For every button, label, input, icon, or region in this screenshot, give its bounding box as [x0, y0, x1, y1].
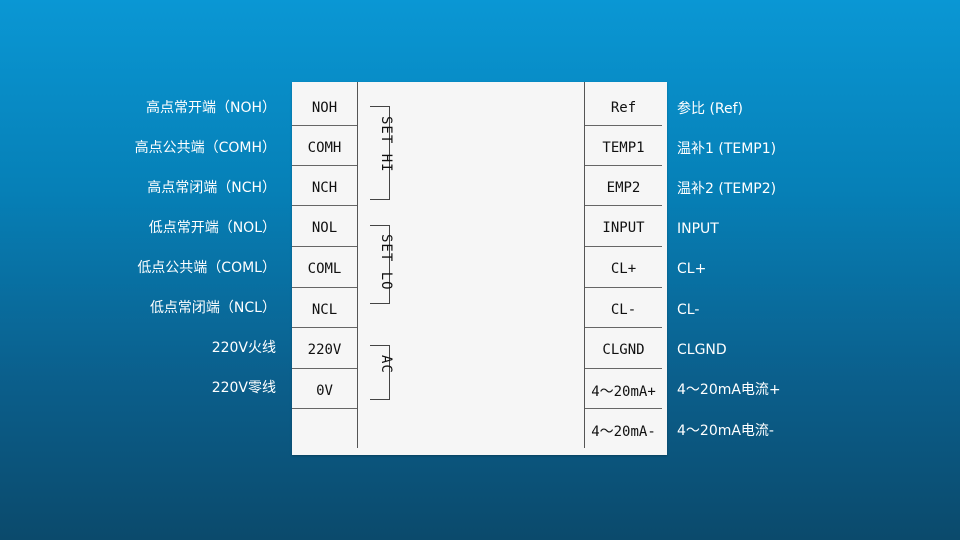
left-separator: [292, 287, 357, 288]
left-separator: [292, 165, 357, 166]
set-lo-bracket: [370, 225, 390, 304]
terminal-ref: Ref: [610, 100, 637, 116]
left-separator: [292, 205, 357, 206]
right-label-4-20ma-plus: 4～20mA电流+: [677, 382, 781, 398]
left-separator: [292, 368, 357, 369]
left-label-comh: 高点公共端（COMH）: [134, 140, 276, 156]
right-separator: [585, 125, 662, 126]
left-separator: [292, 408, 357, 409]
right-column-divider: [584, 82, 585, 448]
right-label-input: INPUT: [677, 221, 719, 237]
ac-label: AC: [378, 355, 394, 374]
left-label-220v-neutral: 220V零线: [211, 380, 276, 396]
terminal-ncl: NCL: [311, 302, 338, 318]
left-label-ncl: 低点常闭端（NCL）: [149, 300, 276, 316]
right-separator: [585, 368, 662, 369]
terminal-cl-minus: CL-: [610, 302, 637, 318]
set-hi-label: SET HI: [378, 116, 394, 173]
right-label-4-20ma-minus: 4～20mA电流-: [677, 423, 774, 439]
right-separator: [585, 205, 662, 206]
left-label-noh: 高点常开端（NOH）: [145, 100, 276, 116]
right-label-cl-minus: CL-: [677, 302, 700, 318]
right-separator: [585, 408, 662, 409]
terminal-panel: NOH COMH NCH NOL COML NCL 220V 0V Ref TE…: [292, 82, 667, 455]
right-separator: [585, 287, 662, 288]
terminal-cl-plus: CL+: [610, 261, 637, 277]
terminal-temp1: TEMP1: [602, 140, 645, 156]
right-label-temp2: 温补2 (TEMP2): [677, 181, 777, 197]
terminal-coml: COML: [307, 261, 342, 277]
terminal-0v: 0V: [316, 383, 333, 399]
right-separator: [585, 246, 662, 247]
left-label-nol: 低点常开端（NOL）: [148, 220, 276, 236]
left-separator: [292, 327, 357, 328]
ac-bracket: [370, 345, 390, 400]
terminal-input: INPUT: [602, 220, 645, 236]
terminal-4-20ma-minus: 4～20mA-: [591, 424, 656, 440]
left-separator: [292, 125, 357, 126]
terminal-comh: COMH: [307, 140, 342, 156]
right-separator: [585, 327, 662, 328]
terminal-220v: 220V: [307, 342, 342, 358]
left-label-coml: 低点公共端（COML）: [137, 260, 276, 276]
right-label-clgnd: CLGND: [677, 342, 727, 358]
terminal-emp2: EMP2: [606, 180, 641, 196]
left-column-divider: [357, 82, 358, 448]
terminal-clgnd: CLGND: [602, 342, 645, 358]
set-hi-bracket: [370, 106, 390, 200]
right-label-cl-plus: CL+: [677, 261, 707, 277]
terminal-nol: NOL: [311, 220, 338, 236]
right-label-ref: 参比 (Ref): [677, 101, 744, 117]
terminal-blank: [292, 411, 357, 451]
right-label-temp1: 温补1 (TEMP1): [677, 141, 777, 157]
right-separator: [585, 165, 662, 166]
left-label-nch: 高点常闭端（NCH）: [147, 180, 276, 196]
left-separator: [292, 246, 357, 247]
set-lo-label: SET LO: [378, 234, 394, 291]
terminal-noh: NOH: [311, 100, 338, 116]
terminal-nch: NCH: [311, 180, 338, 196]
terminal-4-20ma-plus: 4～20mA+: [591, 384, 656, 400]
left-label-220v-live: 220V火线: [211, 340, 276, 356]
